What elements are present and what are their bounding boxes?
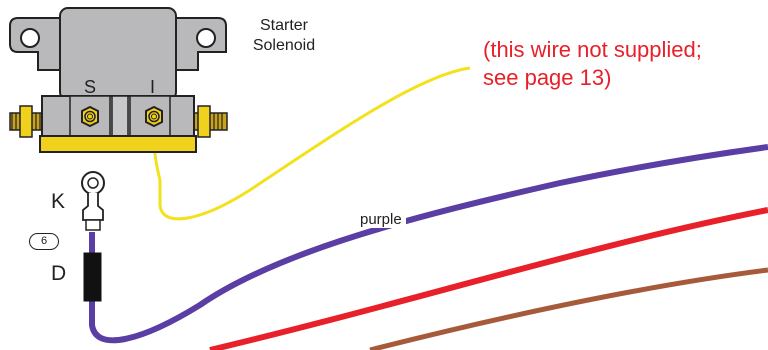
component-title: Starter Solenoid	[252, 17, 316, 54]
red-wire	[209, 207, 768, 350]
terminal-s-label: S	[84, 77, 97, 97]
purple-wire-label: purple	[356, 211, 406, 228]
right-mount-hole	[196, 28, 216, 48]
left-threaded-stud	[9, 105, 47, 138]
connector-d	[83, 252, 102, 302]
circuit-number-badge: 6	[29, 233, 59, 250]
yellow-wire	[152, 66, 471, 221]
brown-wire	[369, 267, 768, 350]
connector-k-label: K	[51, 190, 66, 213]
purple-wire	[89, 144, 768, 344]
wire-note: (this wire not supplied; see page 13)	[483, 37, 702, 90]
starter-solenoid	[9, 7, 227, 153]
terminal-i-label: I	[150, 77, 156, 97]
terminal-s-nut	[81, 105, 99, 128]
connector-d-label: D	[51, 262, 67, 285]
terminal-i-nut	[145, 105, 163, 128]
brass-base-plate	[39, 135, 197, 153]
ring-terminal-k	[81, 171, 105, 231]
left-mount-hole	[20, 28, 40, 48]
